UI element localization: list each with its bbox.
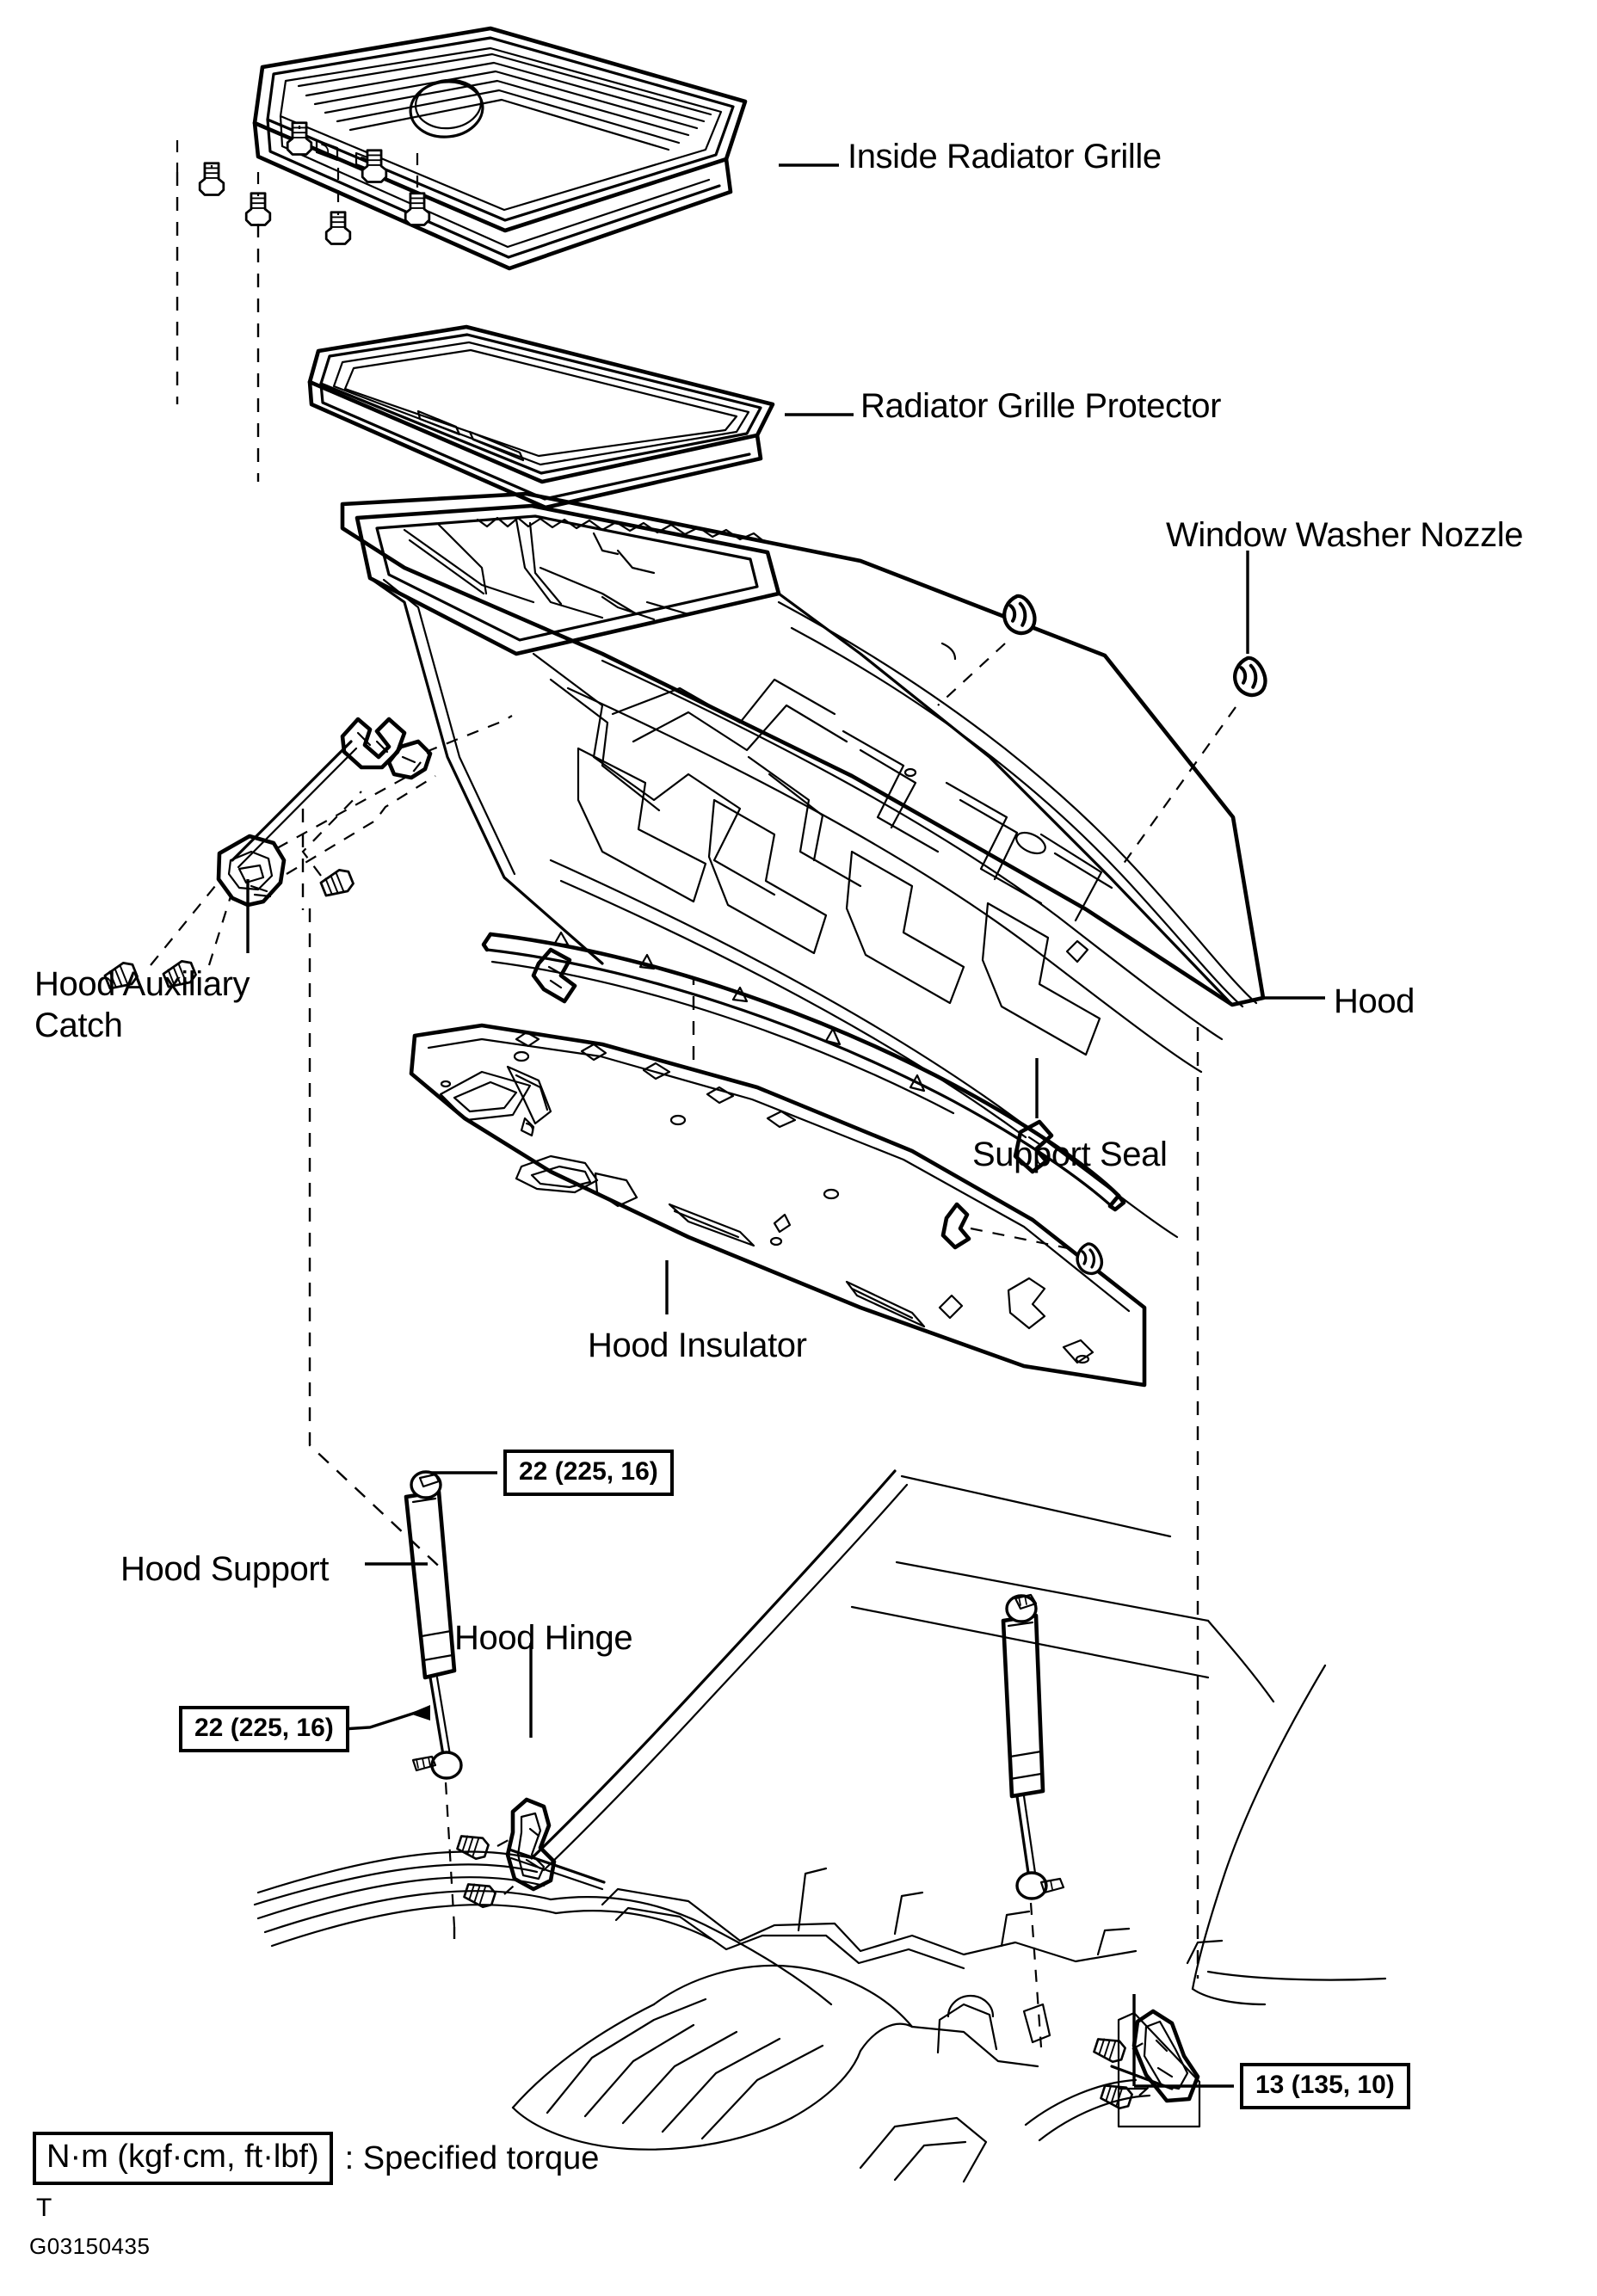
callout-leaders [246,163,1325,2088]
callout-hood-hinge: Hood Hinge [454,1619,633,1657]
part-support-seal [481,931,1126,1212]
grille-mounting-bolts [176,121,431,245]
callout-hood-insulator: Hood Insulator [588,1327,807,1364]
part-hood-auxiliary-catch [102,715,513,994]
part-hood-hinge-left [454,1797,606,1911]
t-mark: T [36,2194,52,2222]
part-hood-panel [340,491,1266,1239]
callout-hood-support: Hood Support [120,1550,330,1588]
callout-window-washer-nozzle: Window Washer Nozzle [1166,516,1524,554]
callout-inside-radiator-grille: Inside Radiator Grille [848,138,1162,175]
part-hood-support-left [404,1470,463,1928]
part-hood-hinge-right [1091,2009,1201,2128]
figure-id: G03150435 [29,2233,151,2259]
torque-spec-hood-support-upper: 22 (225, 16) [503,1450,674,1496]
part-vehicle-body [253,1469,1387,2183]
torque-unit-legend: N·m (kgf·cm, ft·lbf) : Specified torque [33,2132,599,2185]
part-hood-support-right [1001,1593,1065,2048]
torque-spec-hood-hinge-body: 13 (135, 10) [1240,2063,1410,2109]
callout-hood-auxiliary-catch-line1: Hood Auxiliary [34,965,250,1003]
callout-hood-auxiliary-catch-line2: Catch [34,1006,123,1044]
part-inside-radiator-grille [252,26,748,271]
callout-radiator-grille-protector: Radiator Grille Protector [860,387,1222,425]
torque-spec-hood-support-lower: 22 (225, 16) [179,1706,349,1752]
assembly-guidelines [176,172,1199,1979]
callout-hood: Hood [1334,982,1415,1020]
torque-unit-label: : Specified torque [344,2140,600,2176]
part-hood-insulator [409,1023,1147,1388]
callout-support-seal: Support Seal [972,1136,1168,1173]
part-window-washer-nozzle [937,596,1265,871]
torque-unit-box: N·m (kgf·cm, ft·lbf) [33,2132,333,2185]
part-radiator-grille-protector [307,324,775,510]
